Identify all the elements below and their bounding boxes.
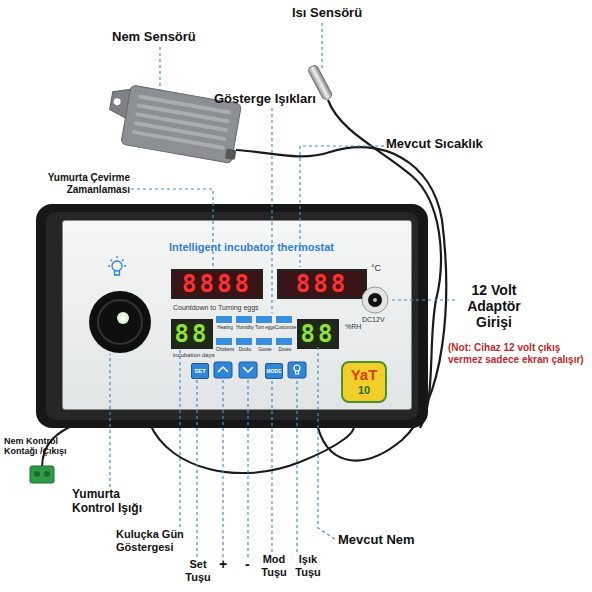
display-caption: incubation days xyxy=(173,352,215,358)
days-display: 88incubation days xyxy=(171,319,213,349)
indicator-cells xyxy=(216,316,292,345)
display-digits: 88 xyxy=(299,321,337,347)
button-label: + xyxy=(219,556,227,572)
temperature-display: 888°C xyxy=(277,269,367,299)
control-panel: 8888Countdown to Turning eggs888°C88incu… xyxy=(62,220,412,410)
logo-text: YaT xyxy=(343,366,385,383)
set-button: SET xyxy=(191,363,209,379)
device-frame xyxy=(36,204,428,428)
part-label: Mevcut Sıcaklık xyxy=(386,137,483,152)
display-digits: 8888 xyxy=(173,271,261,297)
down-button xyxy=(239,362,257,378)
humidity-sensor xyxy=(104,82,244,164)
part-label: Nem Kontrol Kontağı /Çıkışı xyxy=(4,436,90,457)
button-text: SET xyxy=(192,364,208,378)
indicator-label: Ducks xyxy=(235,347,255,352)
indicator-label: Customize xyxy=(275,325,295,330)
unit-label: °C xyxy=(371,263,381,273)
indicator-label: Chickens xyxy=(215,347,235,352)
terminal-wire xyxy=(42,424,76,468)
part-label: Yumurta Kontrol Işığı xyxy=(72,488,160,516)
cable-wire xyxy=(150,424,354,473)
button-label: Mod Tuşu xyxy=(258,553,290,578)
device-bezel xyxy=(46,212,418,420)
button-label: - xyxy=(245,556,250,572)
part-label: Yumurta Çevirme Zamanlaması xyxy=(26,172,130,195)
display-digits: 88 xyxy=(173,321,211,347)
indicator-label: Goose xyxy=(255,347,275,352)
panel-title: Intelligent incubator thermostat xyxy=(169,241,334,253)
temperature-probe xyxy=(307,64,333,100)
timer-display: 8888Countdown to Turning eggs xyxy=(171,269,263,299)
sensor-label: Isı Sensörü xyxy=(292,6,362,21)
bulb-icon xyxy=(108,256,126,275)
part-label: Kuluçka Gün Göstergesi xyxy=(116,528,188,553)
sensor-label: Nem Sensörü xyxy=(112,30,196,45)
jack-label: DC12V xyxy=(362,316,385,324)
part-label: Gösterge Işıkları xyxy=(214,92,316,107)
up-button xyxy=(214,362,232,378)
display-digits: 888 xyxy=(279,271,365,297)
indicator-label: Humidity xyxy=(235,325,255,330)
terminal-block xyxy=(30,466,54,483)
dc-jack xyxy=(362,287,388,313)
button-label: Işık Tuşu xyxy=(291,553,325,578)
leader-lines xyxy=(110,23,455,557)
indicator-panel: HeatingHumidityTurn eggsCustomizeChicken… xyxy=(215,315,295,361)
logo-number: 10 xyxy=(343,384,385,397)
button-label: Set Tuşu xyxy=(182,558,214,583)
part-label: Mevcut Nem xyxy=(338,533,415,548)
indicator-label: Heating xyxy=(215,325,235,330)
note-text: (Not: Cihaz 12 volt çıkış vermez sadece … xyxy=(448,342,590,365)
display-caption: Countdown to Turning eggs xyxy=(173,304,259,311)
light-button xyxy=(288,362,306,378)
egg-lamp xyxy=(89,291,151,353)
humidity-display: 88%RH xyxy=(297,319,339,349)
indicator-label: Turn eggs xyxy=(255,325,275,330)
button-text: MODE xyxy=(266,364,282,378)
logo-badge: YaT10 xyxy=(341,361,387,403)
mode-button: MODE xyxy=(265,363,283,379)
unit-label: %RH xyxy=(345,323,361,330)
indicator-label: Doves xyxy=(275,347,295,352)
part-label: 12 Volt Adaptör Girişi xyxy=(456,282,532,330)
